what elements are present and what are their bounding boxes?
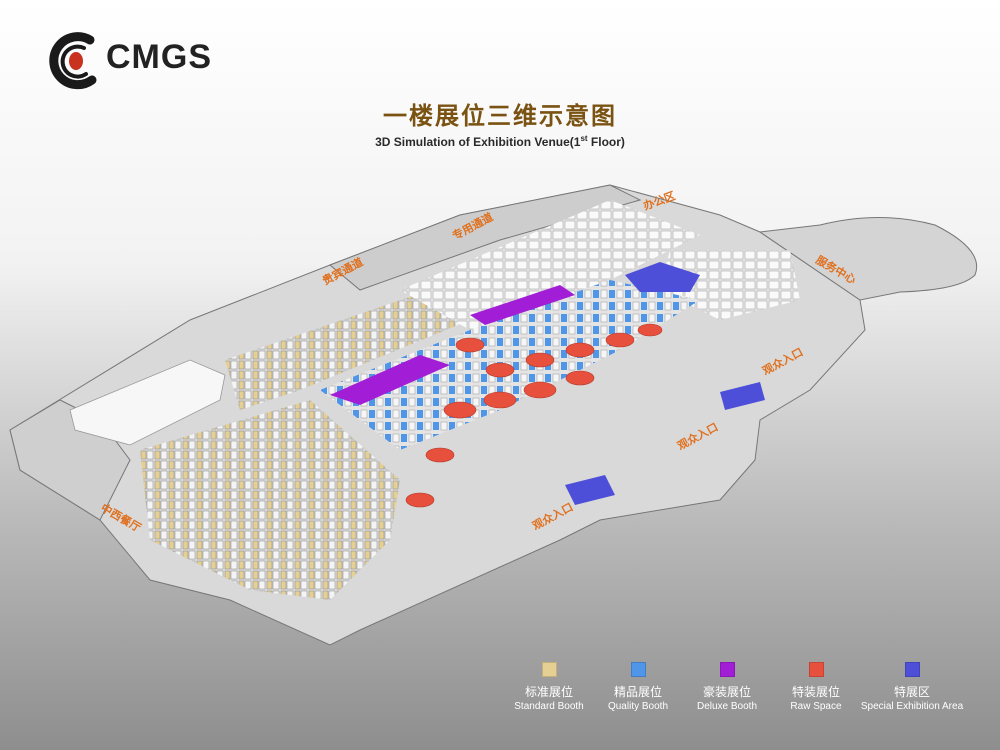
cmgs-emblem-icon	[49, 32, 97, 90]
map-legend: 标准展位 Standard Booth 精品展位 Quality Booth 豪…	[0, 662, 1000, 722]
deluxe-booth-area-2	[470, 285, 575, 325]
top-wing	[329, 184, 642, 291]
deluxe-booth-area	[330, 355, 450, 405]
legend-swatch-special	[904, 662, 920, 677]
legend-label-cn: 标准展位	[524, 685, 573, 699]
legend-swatch-quality	[630, 662, 646, 677]
booth-area-top	[400, 200, 700, 330]
legend-standard-booth: 标准展位 Standard Booth	[494, 662, 604, 714]
legend-raw-space: 特装展位 Raw Space	[761, 662, 871, 714]
legend-label-cn: 精品展位	[613, 685, 662, 699]
legend-label-en: Special Exhibition Area	[860, 701, 964, 712]
legend-label-en: Deluxe Booth	[696, 701, 758, 712]
legend-swatch-standard	[541, 662, 557, 677]
page-title: 一楼展位三维示意图	[383, 102, 617, 130]
standard-booth-area-upper	[225, 290, 470, 410]
service-center-rotunda	[758, 217, 977, 301]
legend-label-en: Raw Space	[790, 701, 842, 712]
special-area-right	[720, 382, 765, 410]
legend-special-area: 特展区 Special Exhibition Area	[852, 662, 972, 714]
page-subtitle: 3D Simulation of Exhibition Venue(1st Fl…	[375, 134, 625, 149]
legend-label-cn: 特装展位	[791, 685, 840, 699]
special-area-mid	[565, 475, 615, 505]
cmgs-logo: CMGS	[44, 28, 244, 92]
legend-deluxe-booth: 豪装展位 Deluxe Booth	[672, 662, 782, 714]
standard-booth-area-left	[140, 400, 400, 600]
legend-swatch-deluxe	[719, 662, 735, 677]
legend-label-cn: 特展区	[893, 685, 930, 699]
legend-swatch-raw	[808, 662, 824, 677]
legend-label-en: Standard Booth	[514, 701, 584, 712]
legend-quality-booth: 精品展位 Quality Booth	[583, 662, 693, 714]
legend-label-cn: 豪装展位	[702, 685, 751, 699]
brand-name: CMGS	[106, 38, 212, 76]
partition-wall	[69, 359, 226, 446]
legend-label-en: Quality Booth	[607, 701, 669, 712]
special-area-top	[625, 262, 700, 292]
raw-space-booths	[405, 323, 663, 508]
